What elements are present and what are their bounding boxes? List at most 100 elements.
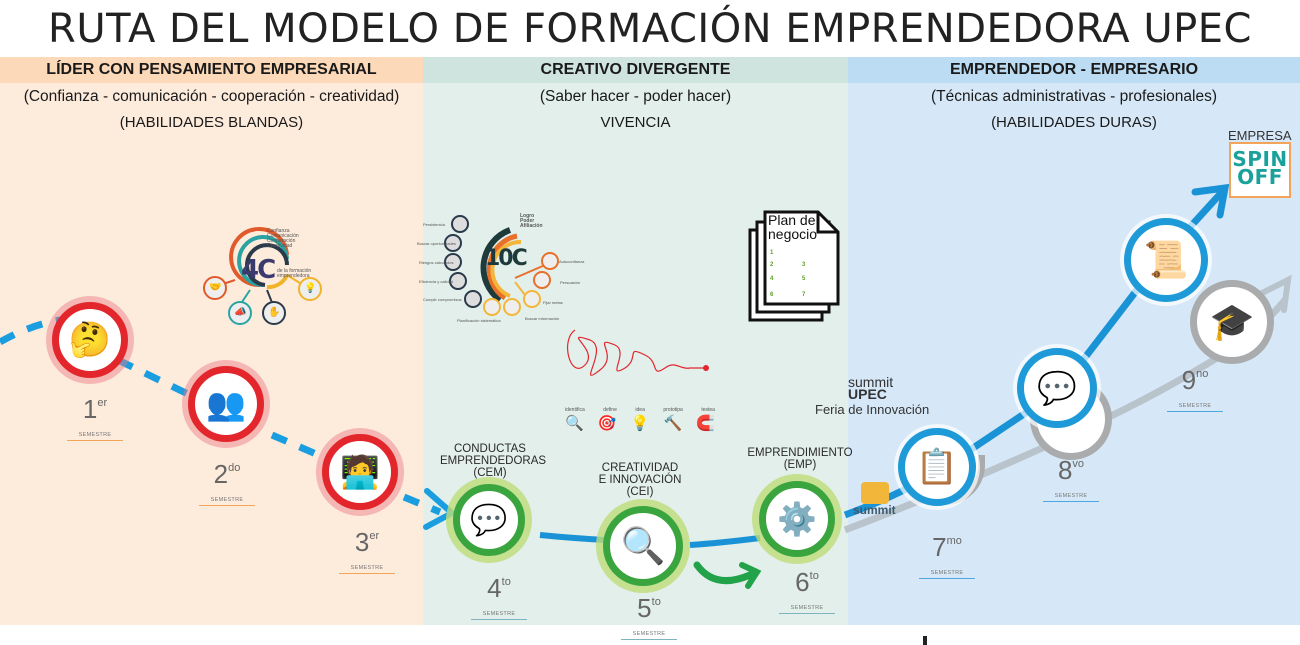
design-thinking-steps: identifica define idea prototipa testea … <box>565 407 715 437</box>
ten-c-item: Riesgos calculados <box>419 260 454 265</box>
column-note: VIVENCIA <box>600 114 671 131</box>
column-note: (HABILIDADES BLANDAS) <box>119 114 304 131</box>
semester-node-4: 💬 <box>453 484 525 556</box>
dashed-path-segment <box>0 316 61 346</box>
column-subtitle: (Técnicas administrativas - profesionale… <box>931 88 1217 105</box>
column-soft-skills: LÍDER CON PENSAMIENTO EMPRESARIAL (Confi… <box>0 57 423 625</box>
dt-step-label: define <box>603 407 617 413</box>
semester-node-8: 💬 <box>1017 348 1097 428</box>
ten-c-item: Eficiencia y calidad <box>419 279 454 284</box>
plan-step: 6 <box>770 292 774 298</box>
plan-step: 4 <box>770 276 774 282</box>
four-c-diagram: 4C Confianza Comunicación Cooperación Cr… <box>195 225 325 330</box>
semester-node-9: 🎓 <box>1190 280 1274 364</box>
ten-c-item: Persistencia <box>423 222 445 227</box>
magnet-icon: 🧲 <box>696 415 715 432</box>
semester-label-3: 3er SEMESTRE <box>332 529 402 574</box>
empresa-label: EMPRESA <box>1228 128 1292 143</box>
meeting-icon: 💬 <box>1037 370 1077 406</box>
target-icon: 🎯 <box>597 415 617 432</box>
lightbulb-icon: 💡 <box>304 283 317 294</box>
graduation-icon: 🎓 <box>1209 301 1255 342</box>
dt-step-label: idea <box>635 407 645 413</box>
dashed-path-segment <box>402 493 442 516</box>
column-heading: CREATIVO DIVERGENTE <box>423 57 848 83</box>
ten-c-item: Fijar metas <box>543 300 563 305</box>
idea-icon: 💡 <box>630 415 650 432</box>
semester-node-1: 🤔 <box>52 302 128 378</box>
four-c-logo: 4C <box>241 255 276 285</box>
semester-label-2: 2do SEMESTRE <box>192 461 262 506</box>
presentation-icon: 👥 <box>206 386 246 422</box>
certificate-icon: 📜 <box>1143 239 1189 280</box>
four-c-item: Cooperación <box>267 238 296 244</box>
semester-label-9: 9no SEMESTRE <box>1160 367 1230 412</box>
dt-step-label: prototipa <box>663 407 683 413</box>
plan-step: 3 <box>802 262 806 268</box>
plan-step: 7 <box>802 292 806 298</box>
megaphone-icon: 📣 <box>234 307 247 318</box>
plan-title: Plan de negocio <box>768 212 818 242</box>
ten-c-item: Persuasión <box>560 280 581 285</box>
ten-c-logo: 10C <box>485 246 528 271</box>
stage-label-emp: EMPRENDIMIENTO(EMP) <box>747 447 853 471</box>
relaxed-worker-icon: 🧑‍💻 <box>340 454 380 490</box>
semester-node-5: 🔍 <box>603 506 683 586</box>
four-c-item: Comunicación <box>267 233 299 239</box>
semester-label-5: 5to SEMESTRE <box>614 595 684 640</box>
semester-node-2: 👥 <box>188 366 264 442</box>
semester-label-7: 7mo SEMESTRE <box>912 534 982 579</box>
plan-step: 1 <box>770 250 774 256</box>
summit-feria-label: Feria de Innovación <box>815 402 930 417</box>
plan-step: 5 <box>802 276 806 282</box>
page-title: RUTA DEL MODELO DE FORMACIÓN EMPRENDEDOR… <box>48 6 1252 52</box>
spin-off-logo: SPIN OFF <box>1229 142 1291 198</box>
ten-c-diagram: 10C Logro Poder Afiliación Persistencia … <box>417 210 585 325</box>
column-subtitle: (Saber hacer - poder hacer) <box>539 88 732 105</box>
arrow-head <box>423 488 458 530</box>
semester-node-6: ⚙️ <box>759 481 835 557</box>
semester-node-3: 🧑‍💻 <box>322 434 398 510</box>
semester-label-1: 1er SEMESTRE <box>60 396 130 441</box>
meeting-icon: 💬 <box>470 503 508 537</box>
summit-badge: summit <box>853 482 896 516</box>
business-plan-document: Plan de negocio 1 2 3 4 5 6 7 <box>748 208 843 323</box>
semester-label-4: 4to SEMESTRE <box>464 575 534 620</box>
handshake-icon: 🤝 <box>209 282 222 293</box>
column-heading: LÍDER CON PENSAMIENTO EMPRESARIAL <box>0 57 423 83</box>
checklist-woman-icon: 📋 <box>915 448 959 486</box>
column-heading: EMPRENDEDOR - EMPRESARIO <box>848 57 1300 83</box>
ten-c-header: Logro <box>520 213 535 219</box>
four-c-caption: de la formación emprendedora <box>277 268 312 279</box>
hammer-icon: 🔨 <box>663 415 683 432</box>
plan-step: 2 <box>770 262 774 268</box>
ten-c-item: Autoconfianza <box>559 259 585 264</box>
dashed-path-segment <box>270 431 332 464</box>
certificate-node: 📜 <box>1124 218 1208 302</box>
dashed-path-segment <box>116 356 192 399</box>
thinking-person-icon: 🤔 <box>68 321 112 359</box>
magnifier-icon: 🔍 <box>620 525 666 566</box>
column-subtitle: (Confianza - comunicación - cooperación … <box>23 88 400 105</box>
four-c-item: Creatividad <box>267 243 293 249</box>
summit-logo-icon <box>861 482 889 504</box>
scribble <box>566 329 706 376</box>
ten-c-header: Afiliación <box>520 223 543 229</box>
ten-c-item: Cumplir compromisos <box>423 297 462 302</box>
semester-label-8: 8vo SEMESTRE <box>1036 457 1106 502</box>
teamwork-icon: ✋ <box>268 307 281 318</box>
dt-step-label: identifica <box>565 407 585 413</box>
semester-node-7: 📋 <box>898 428 976 506</box>
ten-c-item: Planificación sistemática <box>457 318 501 323</box>
green-arrow <box>693 561 754 585</box>
column-note: (HABILIDADES DURAS) <box>991 114 1157 131</box>
dt-step-label: testea <box>701 407 715 413</box>
arrow-head <box>1191 183 1230 219</box>
magnifier-icon: 🔍 <box>565 415 584 432</box>
semester-label-6: 6to SEMESTRE <box>772 569 842 614</box>
four-c-item: Confianza <box>267 228 290 234</box>
ten-c-item: Buscar oportunidades <box>417 241 456 246</box>
ten-c-header: Poder <box>520 218 535 224</box>
